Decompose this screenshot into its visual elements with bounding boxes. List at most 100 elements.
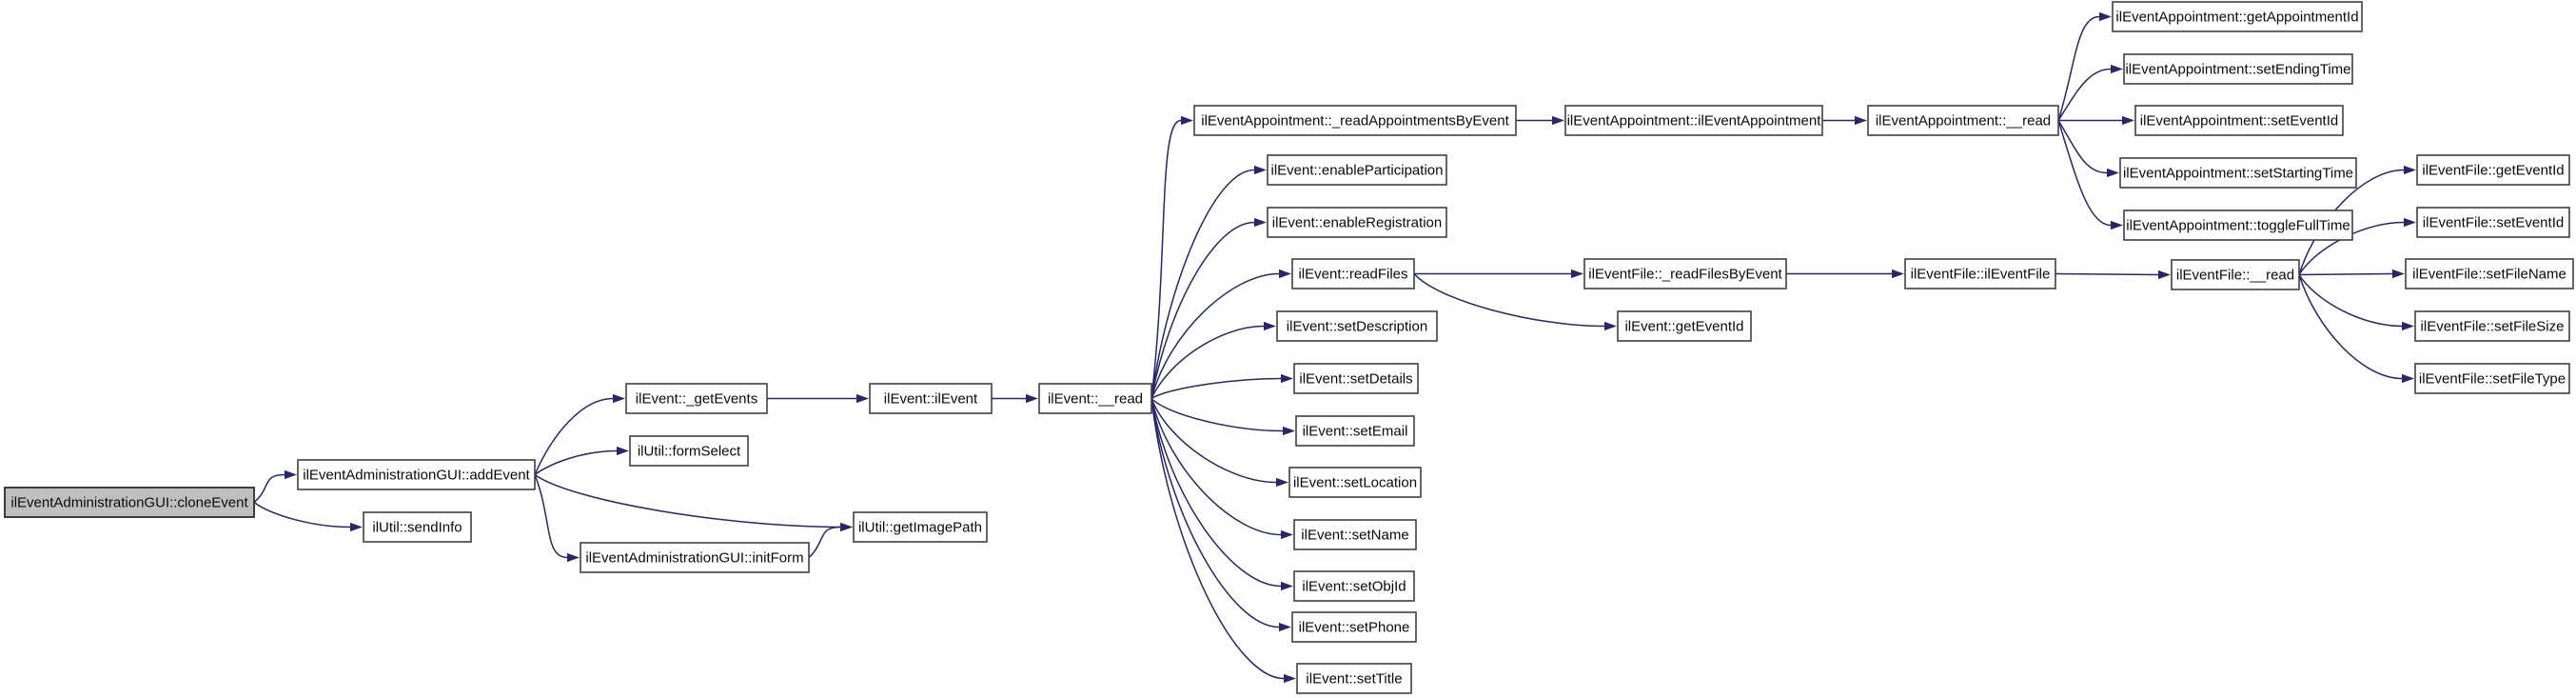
graph-node-setTitle[interactable]: ilEvent::setTitle (1296, 663, 1412, 694)
graph-node-formSelect[interactable]: ilUtil::formSelect (629, 435, 749, 467)
call-edge (534, 446, 629, 476)
node-box[interactable] (2123, 53, 2353, 85)
node-label: ilEvent::readFiles (1298, 266, 1407, 282)
node-box[interactable] (853, 511, 988, 543)
node-box[interactable] (2119, 157, 2357, 189)
node-box[interactable] (1867, 105, 2059, 136)
graph-node-setEndingTime[interactable]: ilEventAppointment::setEndingTime (2123, 53, 2353, 85)
call-edge (1414, 269, 1583, 279)
node-label: ilEventFile::ilEventFile (1911, 266, 2051, 282)
node-box[interactable] (2112, 1, 2363, 32)
node-box[interactable] (1617, 310, 1752, 342)
graph-node-setObjId[interactable]: ilEvent::setObjId (1293, 570, 1415, 602)
node-box[interactable] (2414, 310, 2570, 342)
node-box[interactable] (2134, 105, 2344, 136)
graph-node-getAppointmentId[interactable]: ilEventAppointment::getAppointmentId (2112, 1, 2363, 32)
graph-node-fileSetFileSize[interactable]: ilEventFile::setFileSize (2414, 310, 2570, 342)
node-box[interactable] (1296, 663, 1412, 694)
node-box[interactable] (1904, 258, 2056, 289)
node-box[interactable] (1293, 519, 1417, 550)
node-label: ilEventAppointment::toggleFullTime (2126, 217, 2350, 233)
graph-node-ilEventRead[interactable]: ilEvent::__read (1038, 383, 1152, 414)
call-edge (253, 469, 297, 504)
graph-node-ilEventFileRead[interactable]: ilEventFile::__read (2171, 259, 2300, 290)
graph-node-setLocation[interactable]: ilEvent::setLocation (1288, 467, 1422, 498)
graph-node-fileSetFileName[interactable]: ilEventFile::setFileName (2405, 258, 2574, 289)
node-box[interactable] (1267, 207, 1447, 238)
node-box[interactable] (625, 383, 768, 414)
node-box[interactable] (2171, 259, 2300, 290)
graph-node-setName[interactable]: ilEvent::setName (1293, 519, 1417, 550)
call-edge (1516, 115, 1564, 126)
node-box[interactable] (869, 383, 993, 414)
node-box[interactable] (1193, 105, 1517, 136)
node-box[interactable] (297, 459, 536, 490)
call-edge (1822, 115, 1867, 126)
node-label: ilEventFile::setFileSize (2421, 318, 2565, 334)
graph-node-ilEventAppointmentRead[interactable]: ilEventAppointment::__read (1867, 105, 2059, 136)
graph-node-setStartingTime[interactable]: ilEventAppointment::setStartingTime (2119, 157, 2357, 189)
node-box[interactable] (1293, 363, 1419, 394)
graph-node-initForm[interactable]: ilEventAdministrationGUI::initForm (580, 542, 810, 573)
node-box[interactable] (1293, 570, 1415, 602)
node-box[interactable] (2414, 363, 2570, 394)
node-box[interactable] (1267, 154, 1447, 186)
graph-node-readFiles[interactable]: ilEvent::readFiles (1291, 258, 1415, 289)
graph-node-ilEventFileCtor[interactable]: ilEventFile::ilEventFile (1904, 258, 2056, 289)
node-box[interactable] (1583, 258, 1787, 289)
node-label: ilEvent::setEmail (1303, 423, 1408, 439)
graph-node-setPhone[interactable]: ilEvent::setPhone (1291, 611, 1417, 643)
node-box[interactable] (1291, 611, 1417, 643)
call-edge (2298, 274, 2414, 331)
graph-node-setDetails[interactable]: ilEvent::setDetails (1293, 363, 1419, 394)
graph-node-fileSetFileType[interactable]: ilEventFile::setFileType (2414, 363, 2570, 394)
node-box[interactable] (1564, 105, 1823, 136)
node-box[interactable] (2416, 154, 2570, 186)
node-label: ilEventFile::setFileType (2419, 370, 2566, 387)
call-edge (1150, 269, 1291, 399)
node-box[interactable] (2123, 209, 2353, 241)
call-edge (1150, 398, 1293, 591)
graph-node-addEvent[interactable]: ilEventAdministrationGUI::addEvent (297, 459, 536, 490)
graph-node-getImagePath[interactable]: ilUtil::getImagePath (853, 511, 988, 543)
graph-node-readFilesByEvent[interactable]: ilEventFile::_readFilesByEvent (1583, 258, 1787, 289)
node-label: ilUtil::sendInfo (372, 519, 462, 535)
graph-node-ilEventGetEventId[interactable]: ilEvent::getEventId (1617, 310, 1752, 342)
call-edge (1786, 269, 1904, 279)
node-box[interactable] (580, 542, 810, 573)
graph-node-cloneEvent[interactable]: ilEventAdministrationGUI::cloneEvent (4, 487, 255, 518)
graph-node-readAppointmentsByEvent[interactable]: ilEventAppointment::_readAppointmentsByE… (1193, 105, 1517, 136)
call-edge (2298, 274, 2414, 384)
call-edge (534, 473, 853, 532)
graph-node-toggleFullTime[interactable]: ilEventAppointment::toggleFullTime (2123, 209, 2353, 241)
graph-node-sendInfo[interactable]: ilUtil::sendInfo (363, 511, 472, 543)
call-edge (808, 522, 853, 559)
node-box[interactable] (1038, 383, 1152, 414)
graph-node-enableRegistration[interactable]: ilEvent::enableRegistration (1267, 207, 1447, 238)
node-box[interactable] (1288, 467, 1422, 498)
graph-node-ilEventAppointmentCtor[interactable]: ilEventAppointment::ilEventAppointment (1564, 105, 1823, 136)
graph-node-setEventIdAppt[interactable]: ilEventAppointment::setEventId (2134, 105, 2344, 136)
node-box[interactable] (363, 511, 472, 543)
graph-node-fileGetEventId[interactable]: ilEventFile::getEventId (2416, 154, 2570, 186)
node-box[interactable] (2416, 207, 2570, 238)
graph-node-enableParticipation[interactable]: ilEvent::enableParticipation (1267, 154, 1447, 186)
node-box[interactable] (2405, 258, 2574, 289)
node-label: ilEvent::getEventId (1624, 318, 1743, 334)
graph-node-fileSetEventId[interactable]: ilEventFile::setEventId (2416, 207, 2570, 238)
node-box[interactable] (4, 487, 255, 518)
node-box[interactable] (629, 435, 749, 467)
call-edge (2298, 269, 2405, 279)
graph-node-setEmail[interactable]: ilEvent::setEmail (1295, 415, 1415, 447)
graph-node-setDescription[interactable]: ilEvent::setDescription (1276, 310, 1438, 342)
node-label: ilEvent::ilEvent (884, 390, 978, 407)
graph-node-ilEventCtor[interactable]: ilEvent::ilEvent (869, 383, 993, 414)
node-box[interactable] (1276, 310, 1438, 342)
node-label: ilUtil::getImagePath (858, 519, 982, 535)
graph-node-getEvents[interactable]: ilEvent::_getEvents (625, 383, 768, 414)
node-box[interactable] (1295, 415, 1415, 447)
node-label: ilEvent::__read (1048, 390, 1143, 407)
node-label: ilEventAdministrationGUI::addEvent (303, 467, 530, 483)
node-box[interactable] (1291, 258, 1415, 289)
